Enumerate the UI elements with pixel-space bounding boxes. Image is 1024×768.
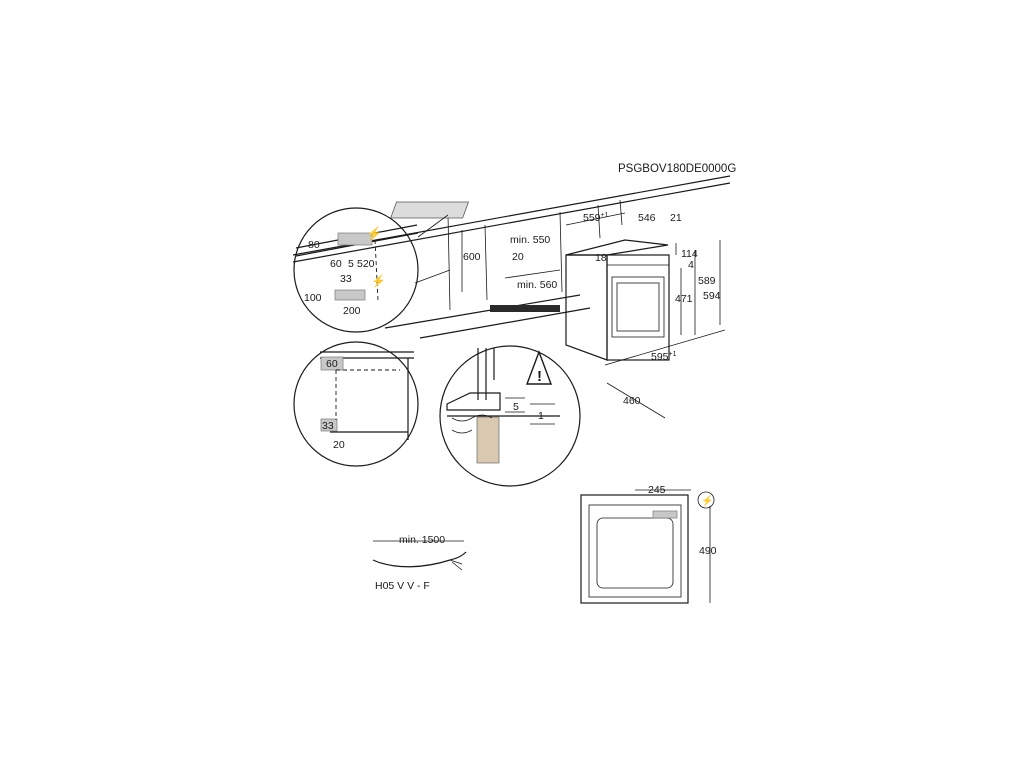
dim-114: 114 [681, 248, 698, 260]
dim-80: 80 [308, 239, 320, 251]
dim-546: 546 [638, 212, 656, 224]
dim-1-mid: 1 [538, 410, 544, 422]
cable-length-label: min. 1500 [399, 534, 445, 546]
model-code: PSGBOV180DE0000G [618, 163, 736, 175]
cable-drawing: min. 1500 H05 V V - F [372, 534, 467, 592]
oven-back-view: 245 ⚡ 490 [580, 484, 717, 604]
electric-symbol-icon-2: ⚡ [371, 274, 386, 288]
back-electric-icon: ⚡ [701, 494, 713, 507]
dim-20-bottom: 20 [333, 439, 345, 451]
oven-front-iso [565, 239, 670, 361]
dim-200: 200 [343, 305, 361, 317]
oven-dimensions: 559+1 546 21 114 18 4 589 594 471 595+1 … [565, 212, 726, 419]
dim-33: 33 [340, 273, 352, 285]
detail-circle-bottom-left: 60 33 20 [293, 341, 419, 467]
dim-245: 245 [648, 484, 666, 496]
dim-21: 21 [670, 212, 682, 224]
kitchen-cabinet-run [292, 175, 731, 339]
dim-460: 460 [623, 395, 641, 407]
dim-60-bottom: 60 [326, 358, 338, 370]
cable-type-label: H05 V V - F [375, 580, 430, 592]
dim-20-cabinet: 20 [512, 251, 524, 263]
cabinet-bottom-strip [490, 305, 560, 312]
dim-520: 520 [357, 258, 375, 270]
detail-circle-top-left: ⚡ ⚡ 80 60 5 520 33 100 200 [293, 207, 451, 333]
dim-60-top: 60 [330, 258, 342, 270]
dim-594: 594 [703, 290, 721, 302]
dim-490: 490 [699, 545, 717, 557]
wood-shelf [476, 416, 500, 464]
dim-33-bottom: 33 [322, 420, 334, 432]
hob-cutout [390, 201, 470, 219]
dim-min-550: min. 550 [510, 234, 550, 246]
dim-471: 471 [675, 293, 693, 305]
dim-100: 100 [304, 292, 322, 304]
warning-icon [525, 350, 553, 385]
detail-circle-bottom-mid: ! 5 1 [439, 345, 581, 487]
dim-min-560: min. 560 [517, 279, 557, 291]
dim-5-mid: 5 [513, 401, 519, 413]
dim-4: 4 [688, 259, 694, 271]
dim-589: 589 [698, 275, 716, 287]
dim-5: 5 [348, 258, 354, 270]
electric-symbol-icon: ⚡ [366, 226, 382, 242]
svg-text:!: ! [537, 368, 542, 385]
dim-600: 600 [463, 251, 481, 263]
dim-559: 559+1 [583, 212, 609, 224]
dim-18: 18 [595, 252, 607, 264]
dim-595: 595+1 [651, 351, 677, 363]
cabinet-dimensions: 600 min. 550 20 min. 560 [461, 230, 561, 292]
